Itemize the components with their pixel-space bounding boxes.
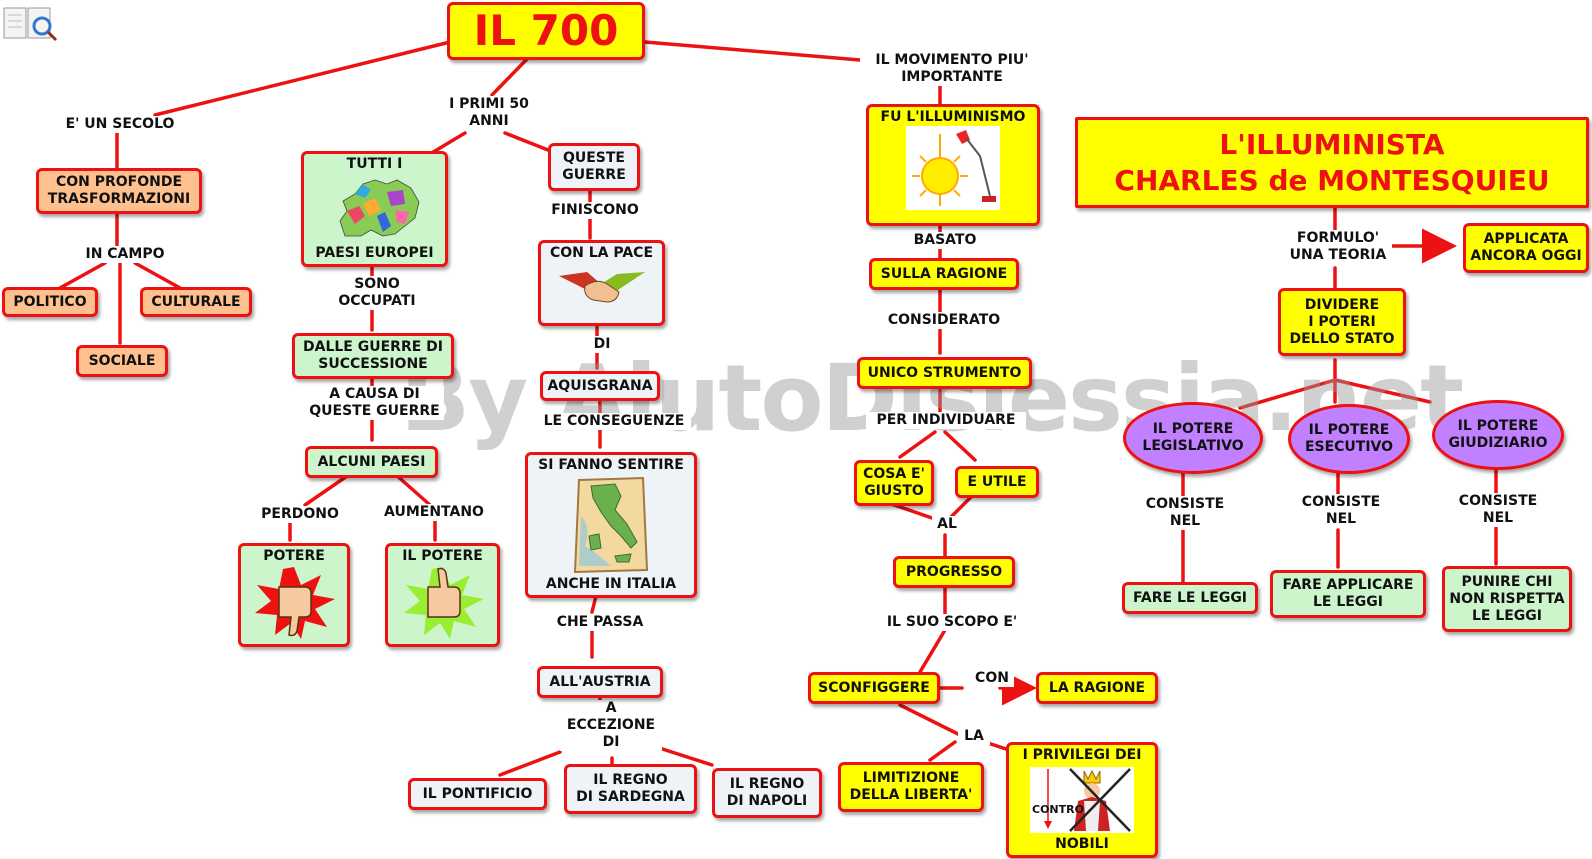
thumbs-up-icon — [403, 567, 484, 639]
node-progresso: PROGRESSO — [893, 556, 1015, 588]
node-punire: PUNIRE CHI NON RISPETTA LE LEGGI — [1442, 566, 1572, 632]
node-la-ragione: LA RAGIONE — [1036, 672, 1158, 704]
node-sociale: SOCIALE — [76, 345, 168, 377]
montesquieu-title: L'ILLUMINISTA CHARLES de MONTESQUIEU — [1075, 117, 1589, 208]
king-crossed-picture: CONTRO — [1030, 767, 1134, 833]
node-potere-esecutivo: IL POTERE ESECUTIVO — [1288, 404, 1410, 474]
node-pontificio: IL PONTIFICIO — [408, 778, 547, 810]
node-privilegi-nobili: I PRIVILEGI DEI CONTRO NOBILI — [1006, 742, 1158, 858]
node-il-potere-label: IL POTERE — [402, 548, 483, 564]
node-potere-legislativo: IL POTERE LEGISLATIVO — [1123, 402, 1263, 474]
node-potere-perdono: POTERE — [238, 543, 350, 647]
link-label-basato: BASATO — [908, 232, 982, 249]
link-label-di: DI — [588, 336, 616, 353]
link-label-consiste-2: CONSISTE NEL — [1296, 494, 1386, 528]
link-label-individuare: PER INDIVIDUARE — [866, 412, 1026, 429]
contro-label: CONTRO — [1032, 803, 1084, 816]
node-queste-guerre: QUESTE GUERRE — [548, 143, 640, 191]
page-title: IL 700 — [447, 2, 645, 60]
link-label-perdono: PERDONO — [256, 506, 344, 523]
link-label-sono-occupati: SONO OCCUPATI — [330, 276, 424, 310]
europe-map-icon — [339, 179, 419, 237]
link-label-considerato: CONSIDERATO — [880, 312, 1008, 329]
node-regno-sardegna: IL REGNO DI SARDEGNA — [564, 764, 697, 814]
node-tutti-paesi-europei: TUTTI I PAESI EUROPEI — [301, 151, 448, 267]
node-guerre-successione: DALLE GUERRE DI SUCCESSIONE — [292, 333, 454, 379]
node-paesi-europei-label: PAESI EUROPEI — [315, 245, 434, 261]
link-label-scopo: IL SUO SCOPO E' — [880, 614, 1024, 631]
node-dividere-poteri: DIVIDERE I POTERI DELLO STATO — [1278, 288, 1406, 356]
node-unico-strumento: UNICO STRUMENTO — [857, 357, 1032, 389]
link-label-la: LA — [958, 728, 990, 745]
link-label-che-passa: CHE PASSA — [550, 614, 650, 631]
link-label-consiste-3: CONSISTE NEL — [1453, 493, 1543, 527]
node-fare-applicare: FARE APPLICARE LE LEGGI — [1270, 570, 1426, 618]
node-anche-italia-label: ANCHE IN ITALIA — [545, 576, 677, 592]
link-label-in-campo: IN CAMPO — [78, 246, 172, 263]
node-nobili-label: NOBILI — [1055, 836, 1109, 852]
node-regno-napoli: IL REGNO DI NAPOLI — [712, 768, 822, 818]
book-logo-icon — [2, 2, 58, 44]
link-label-primi50: I PRIMI 50 ANNI — [432, 96, 546, 130]
node-politico: POLITICO — [2, 287, 98, 317]
link-label-a-causa: A CAUSA DI QUESTE GUERRE — [305, 386, 444, 420]
node-sulla-ragione: SULLA RAGIONE — [869, 258, 1019, 290]
link-label-finiscono: FINISCONO — [545, 202, 645, 219]
italy-map-icon — [573, 476, 649, 574]
node-privilegi-label: I PRIVILEGI DEI — [1022, 747, 1142, 763]
node-cosa-giusto: COSA E' GIUSTO — [854, 460, 934, 506]
link-label-consiste-1: CONSISTE NEL — [1140, 496, 1230, 530]
node-si-fanno-sentire: SI FANNO SENTIRE ANCHE IN ITALIA — [525, 452, 697, 598]
node-fare-leggi: FARE LE LEGGI — [1122, 582, 1258, 614]
node-culturale: CULTURALE — [140, 287, 252, 317]
node-illuminismo-label: FU L'ILLUMINISMO — [880, 109, 1026, 125]
node-potere-giudiziario: IL POTERE GIUDIZIARIO — [1432, 400, 1564, 470]
node-illuminismo: FU L'ILLUMINISMO — [866, 104, 1040, 226]
node-limitazione-liberta: LIMITIZIONE DELLA LIBERTA' — [838, 762, 984, 812]
link-label-secolo: E' UN SECOLO — [58, 116, 182, 133]
node-pace-label: CON LA PACE — [549, 245, 654, 261]
node-applicata: APPLICATA ANCORA OGGI — [1463, 223, 1589, 273]
thumbs-down-icon — [255, 567, 335, 639]
node-il-potere-aumentano: IL POTERE — [385, 543, 500, 647]
handshake-icon — [558, 272, 645, 303]
link-label-movimento: IL MOVIMENTO PIU' IMPORTANTE — [860, 52, 1044, 86]
node-si-fanno-label: SI FANNO SENTIRE — [538, 457, 684, 473]
node-tutti-label: TUTTI I — [346, 156, 403, 172]
king-crossed-icon — [1044, 768, 1131, 832]
link-label-formulo: FORMULO' UNA TEORIA — [1284, 230, 1392, 264]
node-austria: ALL'AUSTRIA — [537, 666, 663, 698]
link-label-conseguenze: LE CONSEGUENZE — [537, 413, 691, 430]
node-e-utile: E UTILE — [955, 466, 1039, 498]
node-aquisgrana: AQUISGRANA — [540, 371, 660, 401]
node-con-la-pace: CON LA PACE — [538, 240, 665, 326]
node-alcuni-paesi: ALCUNI PAESI — [305, 446, 438, 478]
node-potere-label: POTERE — [263, 548, 325, 564]
link-label-con: CON — [970, 670, 1014, 687]
node-profonde-trasformazioni: CON PROFONDE TRASFORMAZIONI — [36, 168, 202, 214]
link-label-aumentano: AUMENTANO — [380, 504, 488, 521]
sun-lamp-icon — [906, 126, 1000, 210]
node-sconfiggere: SCONFIGGERE — [808, 672, 940, 704]
link-label-al: AL — [932, 516, 962, 533]
link-label-eccezione: A ECCEZIONE DI — [560, 700, 662, 751]
